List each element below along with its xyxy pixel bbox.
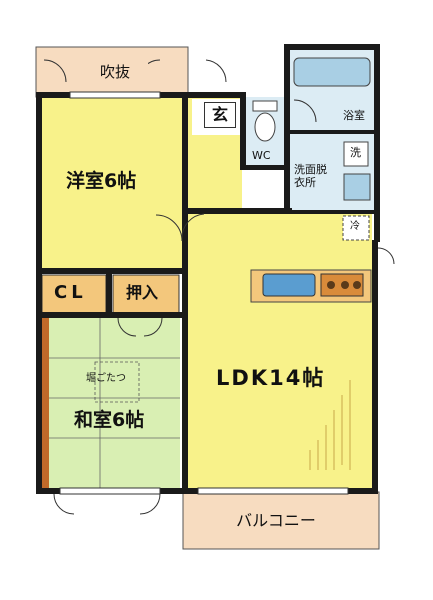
kitchen-sink: [262, 273, 316, 297]
washer-label: 洗: [350, 146, 361, 159]
oshiire-label: 押入: [126, 283, 159, 302]
tokonoma-strip: [42, 318, 49, 488]
fukinuke-label: 吹抜: [82, 61, 148, 83]
wc-label: WC: [252, 149, 271, 162]
japanese-room-label: 和室6帖: [74, 409, 145, 431]
window: [59, 487, 161, 495]
bathtub: [293, 57, 371, 87]
window: [69, 91, 161, 99]
toilet: [254, 112, 276, 142]
floor-hatching: [309, 380, 351, 470]
washer-space: [343, 141, 369, 167]
ldk-label: LDK14帖: [216, 366, 326, 390]
washroom-label: 洗面脱衣所: [294, 163, 327, 190]
toilet-tank: [252, 100, 278, 112]
oshiire-box: [112, 274, 180, 314]
western-room-floor: [42, 97, 182, 269]
closet-label: CL: [54, 282, 87, 303]
ldk-floor: [182, 212, 372, 490]
fridge-label: 冷: [350, 221, 360, 232]
tatami-floor: [48, 318, 180, 488]
wash-basin: [343, 173, 371, 201]
balcony-label: バルコニー: [213, 508, 339, 534]
bathroom-label: 浴室: [343, 109, 365, 122]
window: [197, 487, 349, 495]
burner: [341, 281, 349, 289]
closet-box: [41, 274, 107, 314]
kotatsu-pit: [94, 361, 140, 403]
western-room-label: 洋室6帖: [66, 170, 137, 192]
entrance-label: 玄: [204, 102, 236, 128]
kotatsu-label: 堀ごたつ: [86, 373, 126, 384]
burner: [353, 281, 361, 289]
burner: [327, 281, 335, 289]
fridge-space: [342, 215, 370, 241]
